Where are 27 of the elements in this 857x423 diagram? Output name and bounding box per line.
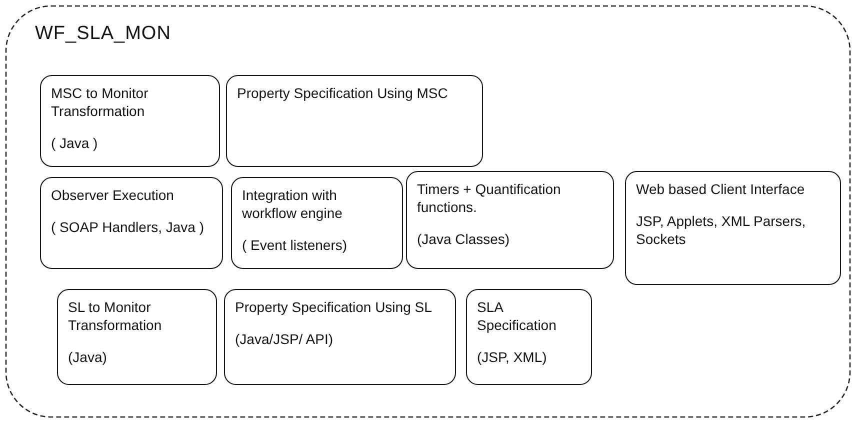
component-title: Web based Client Interface <box>636 180 806 198</box>
technology-note: JSP, Applets, XML Parsers, Sockets <box>636 212 807 248</box>
component-title: Observer Execution <box>51 186 175 204</box>
component-title: Property Specification Using SL <box>235 298 433 316</box>
component-box <box>40 75 220 167</box>
component-title: MSC to Monitor Transformation <box>51 84 150 120</box>
component-box <box>406 171 614 269</box>
component-title: Property Specification Using MSC <box>237 84 449 102</box>
technology-note: (Java Classes) <box>417 230 511 248</box>
component-box <box>57 289 217 385</box>
component-box <box>466 289 592 385</box>
component-title: Integration with workflow engine <box>242 186 344 222</box>
component-box <box>224 289 456 385</box>
component-box <box>226 75 483 167</box>
technology-note: (JSP, XML) <box>477 348 548 366</box>
component-title: SL to Monitor Transformation <box>68 298 163 334</box>
component-box <box>625 171 841 285</box>
component-box <box>40 177 223 269</box>
group-title: WF_SLA_MON <box>35 23 171 45</box>
technology-note: ( SOAP Handlers, Java ) <box>51 218 206 236</box>
technology-note: (Java/JSP/ API) <box>235 330 334 348</box>
technology-note: (Java) <box>68 348 108 366</box>
technology-note: ( Event listeners) <box>242 236 348 254</box>
component-title: SLA Specification <box>477 298 558 334</box>
component-box <box>231 177 403 269</box>
component-title: Timers + Quantification functions. <box>417 180 562 216</box>
technology-note: ( Java ) <box>51 134 99 152</box>
